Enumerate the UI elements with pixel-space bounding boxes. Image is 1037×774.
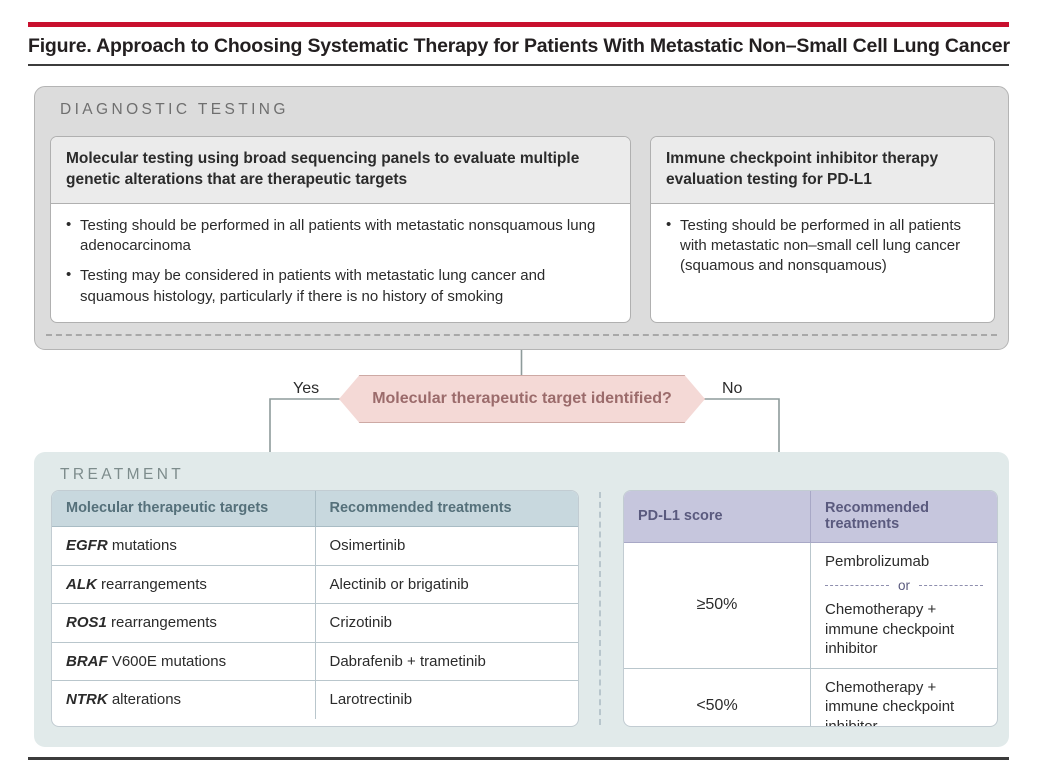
target-detail: rearrangements: [106, 614, 217, 631]
top-accent-rule: [28, 22, 1009, 27]
figure-title: Figure. Approach to Choosing Systematic …: [28, 34, 1010, 57]
table-row: ALK rearrangements Alectinib or brigatin…: [52, 565, 578, 604]
target-detail: rearrangements: [96, 575, 207, 593]
target-detail: mutations: [107, 537, 177, 554]
or-separator: or: [825, 577, 983, 595]
gene-name: ROS1: [66, 614, 107, 631]
table-row: ≥50% Pembrolizumab or Chemotherapy + imm…: [624, 542, 997, 669]
cell-pdl1-score: <50%: [624, 668, 811, 726]
treatment-primary: Chemotherapy + immune checkpoint inhibit…: [825, 678, 955, 727]
pdl1-testing-card-body: Testing should be performed in all patie…: [651, 204, 994, 286]
table-row: BRAF V600E mutations Dabrafenib + tramet…: [52, 642, 578, 681]
cell-treatment: Dabrafenib + trametinib: [315, 642, 578, 681]
or-label: or: [898, 577, 911, 593]
bottom-divider-rule: [28, 757, 1009, 760]
cell-treatment: Crizotinib: [315, 603, 578, 643]
pdl1-testing-bullet-list: Testing should be performed in all patie…: [666, 215, 979, 276]
list-item: Testing may be considered in patients wi…: [66, 265, 615, 306]
table-row: NTRK alterations Larotrectinib: [52, 680, 578, 719]
target-detail: alterations: [107, 691, 182, 708]
cell-target: ALK rearrangements: [52, 565, 316, 604]
cell-target: ROS1 rearrangements: [52, 603, 316, 643]
branch-label-no: No: [722, 380, 743, 397]
molecular-treatment-table: Molecular therapeutic targets Recommende…: [51, 490, 579, 727]
treatment-alternate: Chemotherapy + immune checkpoint inhibit…: [825, 601, 955, 658]
column-header-pdl1-score: PD-L1 score: [624, 491, 811, 543]
molecular-testing-card-heading: Molecular testing using broad sequencing…: [51, 137, 630, 205]
table-row: <50% Chemotherapy + immune checkpoint in…: [624, 668, 998, 727]
gene-name: EGFR: [66, 537, 108, 554]
table-row: EGFR mutations Osimertinib: [52, 526, 578, 566]
branch-label-yes: Yes: [293, 380, 320, 397]
column-header-recommended-treatments: Recommended treatments: [810, 491, 997, 543]
molecular-testing-bullet-list: Testing should be performed in all patie…: [66, 215, 615, 306]
diagnostic-section-label: DIAGNOSTIC TESTING: [60, 101, 289, 118]
list-item: Testing should be performed in all patie…: [66, 215, 615, 256]
cell-pdl1-treatment: Pembrolizumab or Chemotherapy + immune c…: [810, 542, 997, 669]
list-item: Testing should be performed in all patie…: [666, 215, 979, 276]
treatment-section-label: TREATMENT: [60, 466, 185, 483]
cell-pdl1-score: ≥50%: [624, 542, 811, 669]
treatment-tables-dotted-divider: [599, 492, 601, 725]
gene-name: NTRK: [66, 691, 108, 708]
table-header-row: Molecular therapeutic targets Recommende…: [52, 491, 578, 527]
pdl1-testing-card-heading: Immune checkpoint inhibitor therapy eval…: [651, 137, 994, 205]
cell-treatment: Osimertinib: [315, 526, 578, 566]
table-header-row: PD-L1 score Recommended treatments: [624, 491, 997, 543]
target-detail: V600E mutations: [107, 652, 227, 670]
pdl1-testing-card: Immune checkpoint inhibitor therapy eval…: [650, 136, 995, 323]
cell-target: NTRK alterations: [52, 680, 316, 719]
table-row: ROS1 rearrangements Crizotinib: [52, 603, 578, 643]
molecular-testing-card: Molecular testing using broad sequencing…: [50, 136, 631, 323]
cell-treatment: Alectinib or brigatinib: [315, 565, 578, 604]
column-header-recommended-treatments: Recommended treatments: [315, 491, 578, 527]
diagnostic-panel-dashed-divider: [46, 334, 997, 336]
pdl1-treatment-table: PD-L1 score Recommended treatments ≥50% …: [623, 490, 998, 727]
cell-treatment: Larotrectinib: [329, 691, 413, 708]
treatment-primary: Pembrolizumab: [825, 553, 930, 570]
decision-hexagon-label: Molecular therapeutic target identified?: [372, 390, 672, 407]
column-header-molecular-targets: Molecular therapeutic targets: [52, 491, 316, 527]
gene-name: BRAF: [66, 652, 108, 670]
decision-hexagon-shape: [339, 375, 705, 423]
gene-name: ALK: [66, 575, 97, 593]
decision-hexagon: Molecular therapeutic target identified?: [339, 375, 705, 423]
title-divider-rule: [28, 64, 1009, 66]
cell-target: BRAF V600E mutations: [52, 642, 316, 681]
cell-pdl1-treatment: Chemotherapy + immune checkpoint inhibit…: [811, 668, 998, 727]
cell-target: EGFR mutations: [52, 526, 316, 566]
molecular-testing-card-body: Testing should be performed in all patie…: [51, 204, 630, 316]
